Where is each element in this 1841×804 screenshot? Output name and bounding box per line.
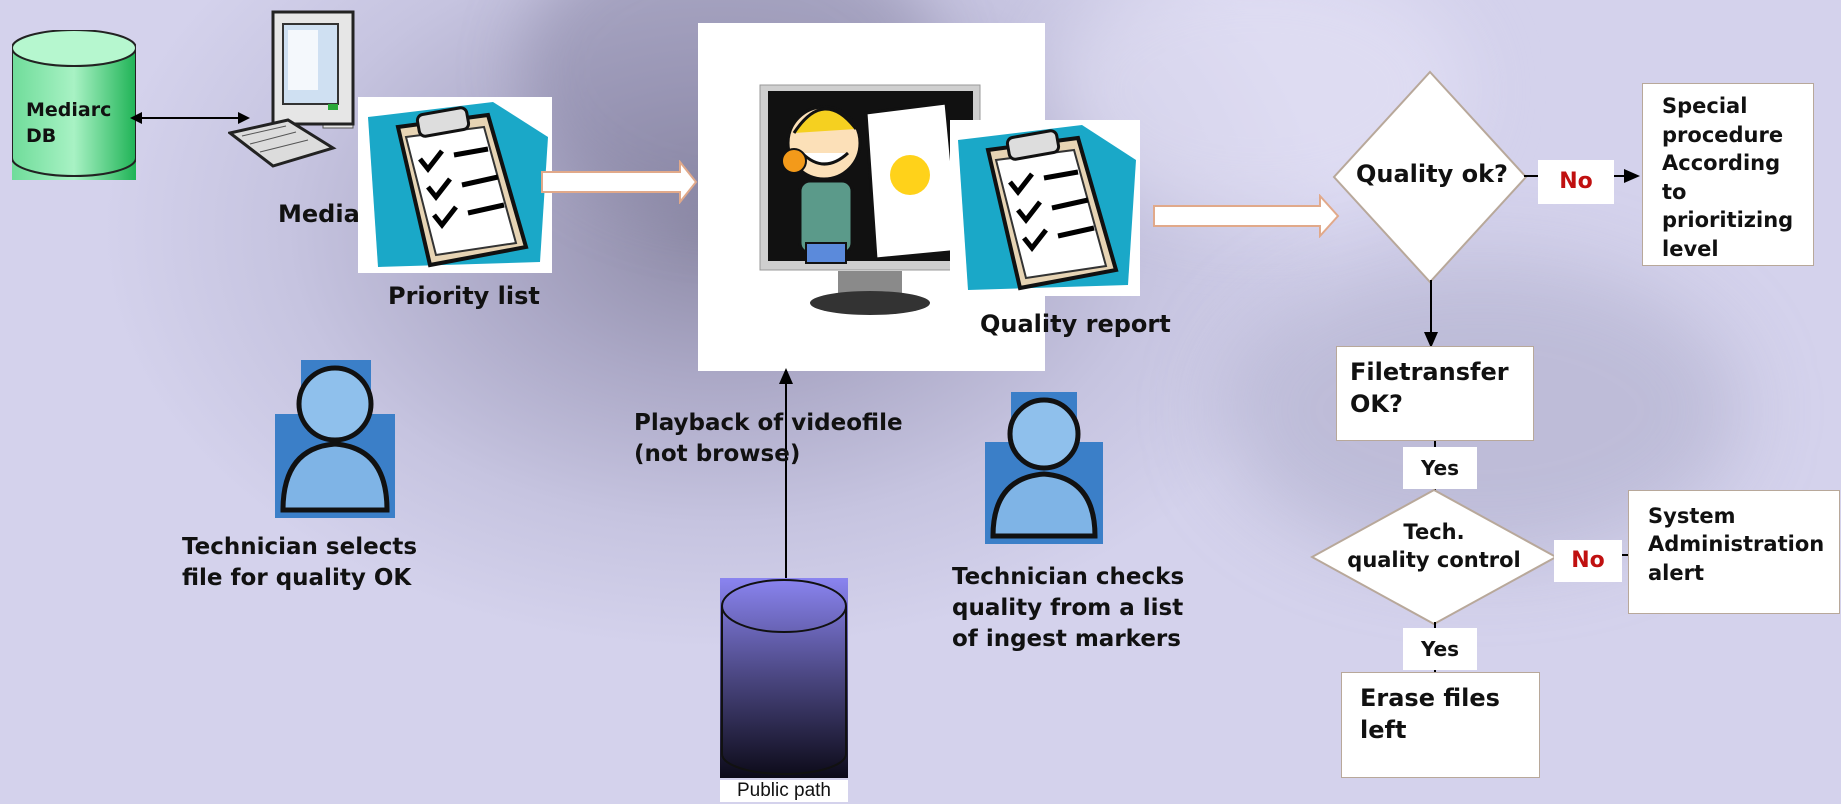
technician-icon: [275, 360, 395, 518]
quality-report-label: Quality report: [980, 310, 1171, 338]
filetransfer-box: [1336, 346, 1534, 441]
special-procedure-box: [1642, 83, 1814, 266]
erase-files-text: Erase files left: [1360, 684, 1500, 745]
decision-quality-label: Quality ok?: [1356, 160, 1508, 188]
playback-arrow: [779, 368, 793, 608]
no-label-2: No: [1554, 540, 1622, 582]
arrow-to-monitor: [541, 160, 698, 204]
db-label: Mediarc DB: [26, 99, 112, 147]
technician-icon: [985, 392, 1103, 544]
no-label-1: No: [1538, 160, 1614, 204]
technician-checks-text: Technician checks quality from a list of…: [952, 564, 1185, 653]
filetransfer-text: Filetransfer OK?: [1350, 358, 1509, 419]
quality-report-clipboard: [950, 120, 1140, 296]
db-pc-connector: [130, 112, 250, 124]
yes-label-1: Yes: [1403, 447, 1477, 489]
system-admin-text: System Administration alert: [1648, 504, 1825, 585]
computer-icon: [226, 8, 408, 188]
technician-selects-text: Technician selects file for quality OK: [182, 534, 418, 592]
playback-label: Playback of videofile (not browse): [634, 410, 903, 468]
monitor-panel: [698, 23, 1045, 371]
public-path-label: Public path: [720, 780, 848, 802]
priority-list-label: Priority list: [388, 282, 540, 310]
yes-label-2: Yes: [1403, 628, 1477, 670]
system-admin-box: [1628, 490, 1840, 614]
priority-list-clipboard: [358, 97, 552, 273]
down-arrow-quality: [1424, 280, 1438, 348]
public-path-storage: [720, 578, 848, 778]
arrow-to-decision: [1153, 194, 1340, 238]
pc-label: Mediar: [278, 200, 372, 228]
special-procedure-text: Special procedure According to prioritiz…: [1662, 94, 1794, 261]
erase-files-box: [1341, 672, 1540, 778]
decision-tech-label: Tech. quality control: [1347, 520, 1521, 573]
